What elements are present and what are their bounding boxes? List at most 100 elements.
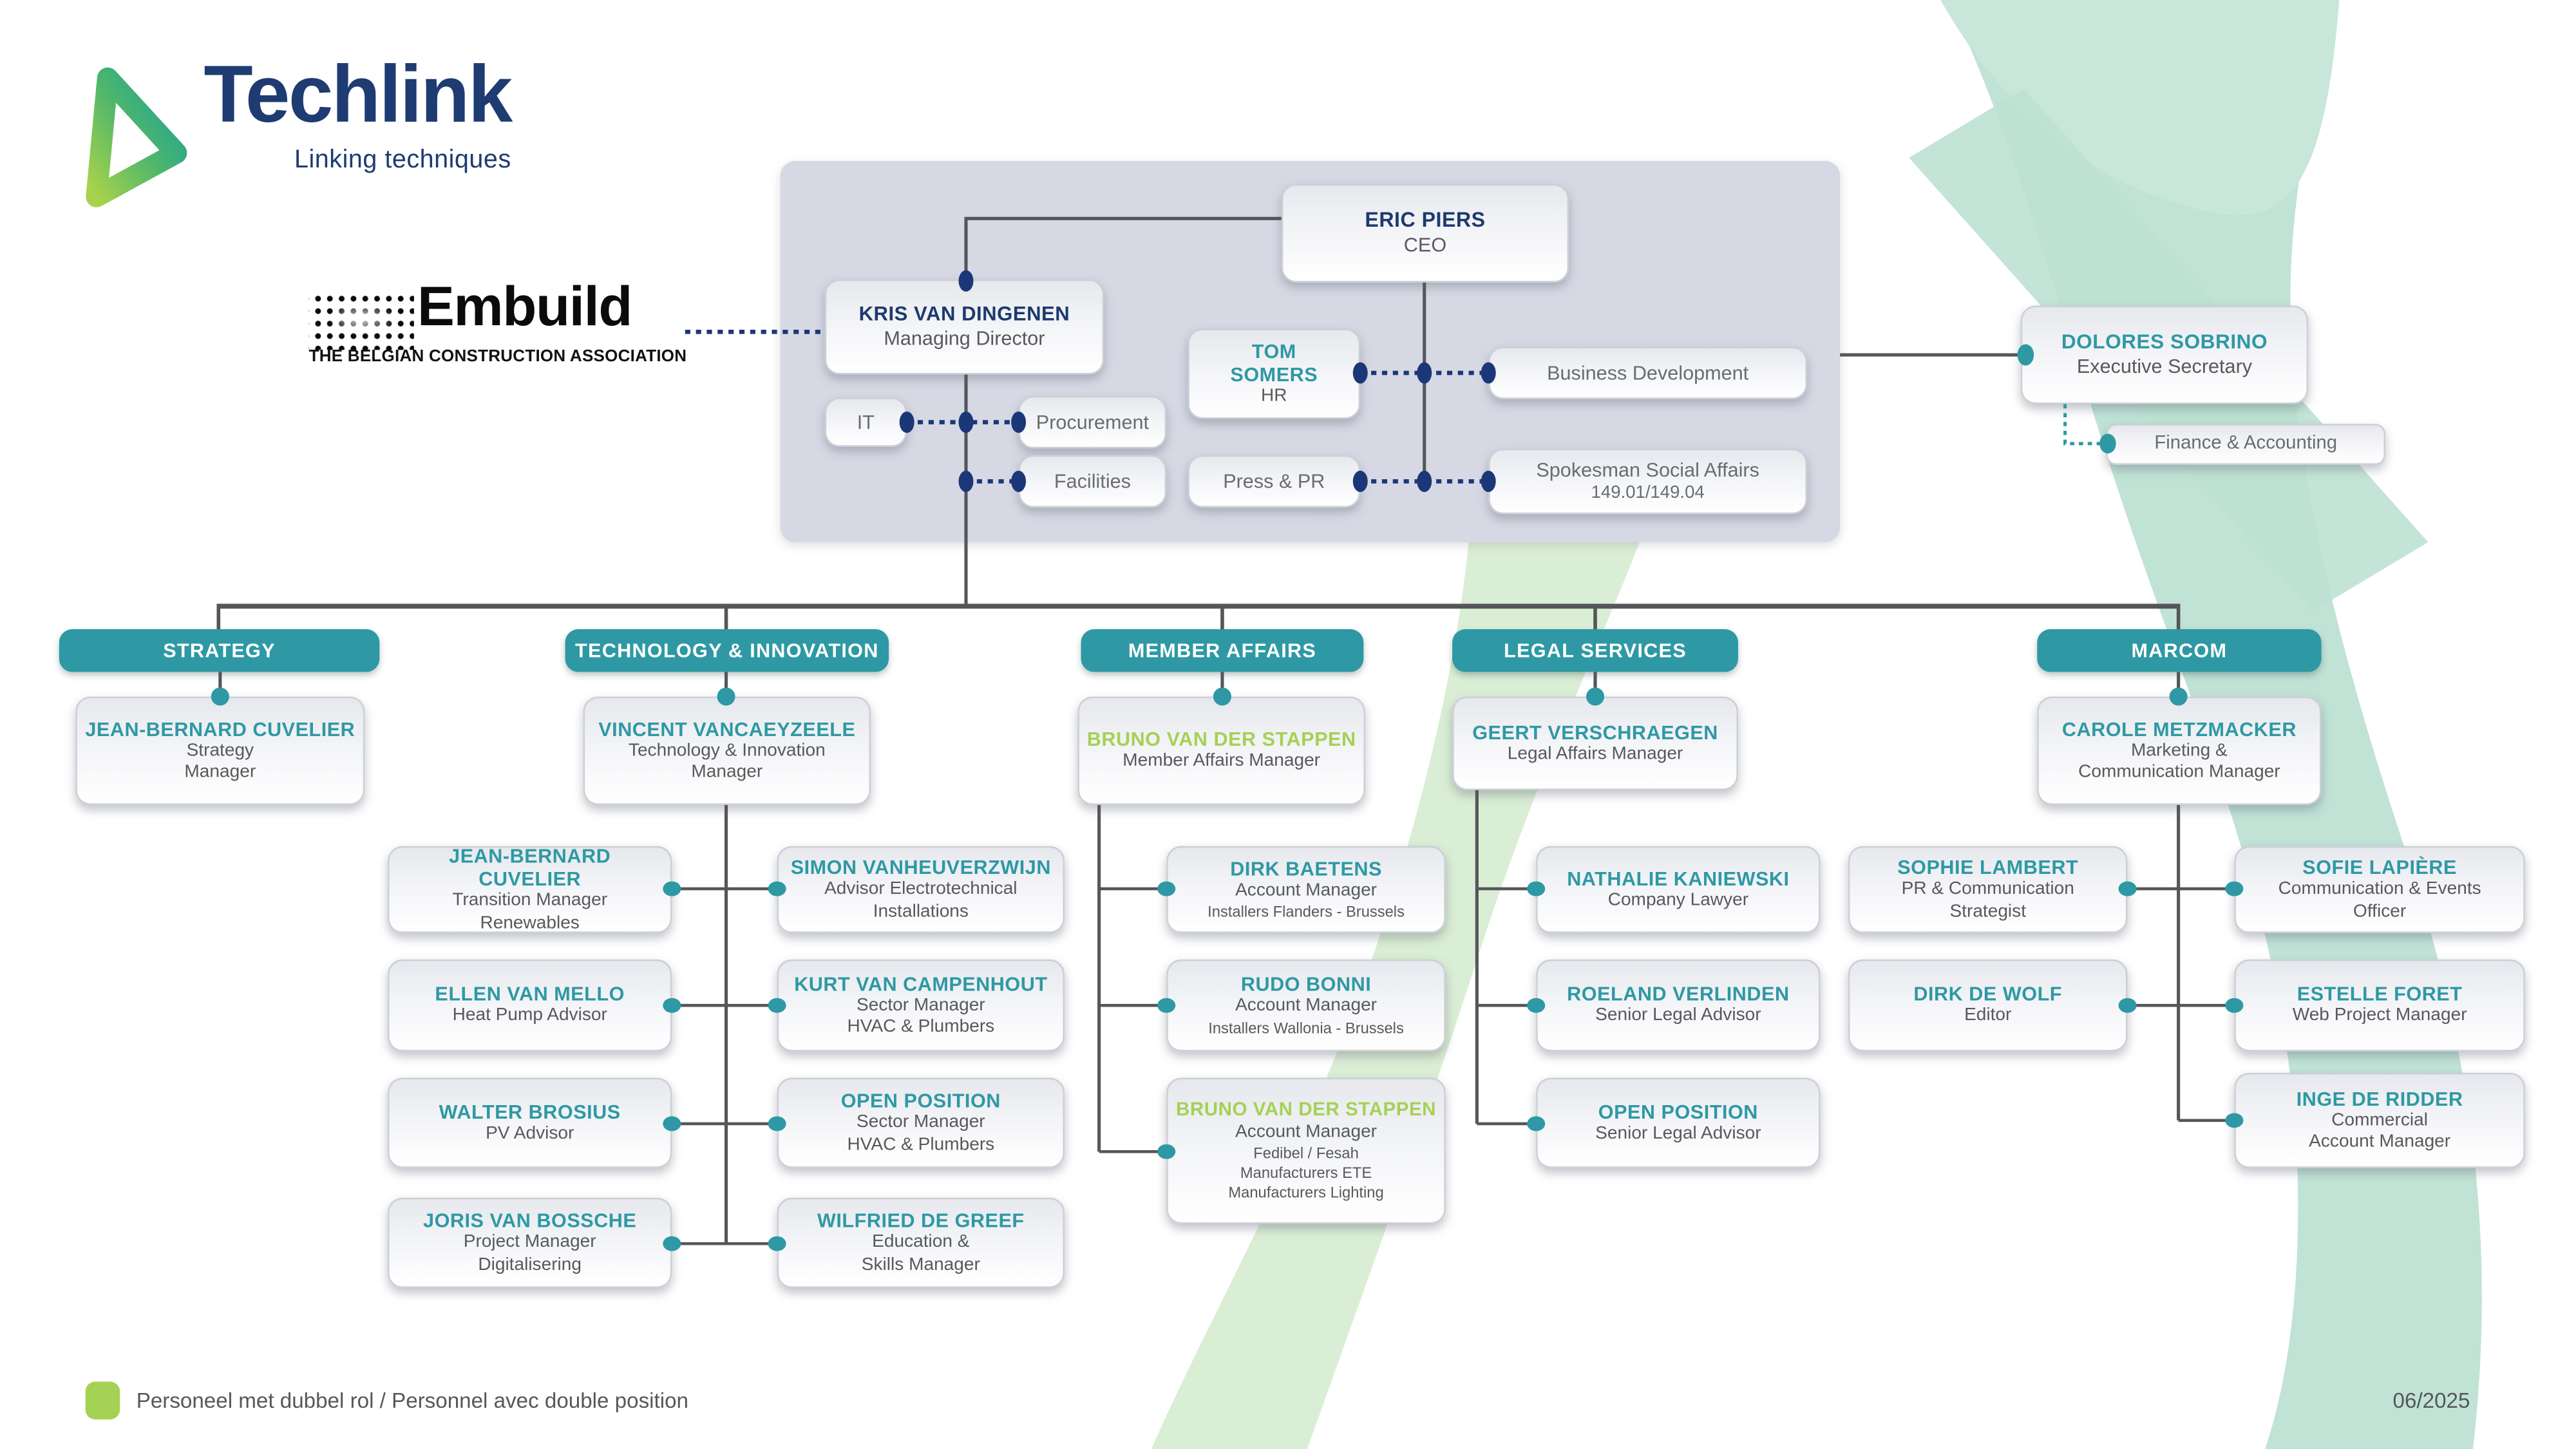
- person-name: DIRK BAETENS: [1230, 857, 1382, 880]
- person-role: Sector Manager: [856, 1112, 985, 1133]
- person-role: Installations: [873, 901, 969, 922]
- person-role: PV Advisor: [486, 1123, 574, 1144]
- dept-header-strategy: STRATEGY: [59, 629, 380, 672]
- person-role: Editor: [1964, 1006, 2012, 1026]
- finance-accounting-box: Finance & Accounting: [2106, 424, 2386, 465]
- person-name: ELLEN VAN MELLO: [435, 983, 625, 1006]
- dept-header-member-affairs: MEMBER AFFAIRS: [1081, 629, 1364, 672]
- person-role: Member Affairs Manager: [1122, 751, 1321, 772]
- marcom-member-box: ESTELLE FORET Web Project Manager: [2234, 959, 2525, 1052]
- person-role: Advisor Electrotechnical: [824, 879, 1018, 899]
- procurement-box: Procurement: [1018, 395, 1167, 449]
- marcom-member-box: DIRK DE WOLF Editor: [1848, 959, 2128, 1052]
- dept-header-technology-innovation: TECHNOLOGY & INNOVATION: [565, 629, 889, 672]
- person-name: RUDO BONNI: [1240, 972, 1372, 996]
- person-role: Account Manager: [2309, 1132, 2451, 1152]
- person-role: Sector Manager: [856, 995, 985, 1015]
- person-name: JORIS VAN BOSSCHE: [423, 1209, 637, 1233]
- person-name: BRUNO VAN DER STAPPEN: [1176, 1099, 1437, 1121]
- person-detail: Installers Wallonia - Brussels: [1208, 1019, 1404, 1037]
- tni-member-box: JEAN-BERNARD CUVELIER Transition Manager…: [388, 844, 672, 933]
- embuild-dot-matrix-icon: [308, 289, 414, 350]
- person-name: CAROLE METZMACKER: [2061, 717, 2297, 741]
- person-role: Web Project Manager: [2292, 1006, 2467, 1026]
- spokesman-box: Spokesman Social Affairs 149.01/149.04: [1488, 448, 1808, 515]
- embuild-wordmark: Embuild: [417, 276, 632, 339]
- legal-member-box: ROELAND VERLINDEN Senior Legal Advisor: [1536, 959, 1821, 1052]
- person-role: Transition Manager: [452, 891, 608, 911]
- person-name: KURT VAN CAMPENHOUT: [794, 971, 1048, 995]
- chart-date: 06/2025: [2392, 1388, 2470, 1413]
- marcom-member-box: SOPHIE LAMBERT PR & Communication Strate…: [1848, 846, 2128, 933]
- person-name: ROELAND VERLINDEN: [1567, 983, 1790, 1006]
- person-name: JEAN-BERNARD CUVELIER: [85, 717, 355, 741]
- tni-member-box: KURT VAN CAMPENHOUT Sector Manager HVAC …: [777, 959, 1065, 1052]
- unit-label: Procurement: [1036, 410, 1150, 433]
- marcom-manager-box: CAROLE METZMACKER Marketing & Communicat…: [2037, 696, 2322, 805]
- dual-role-legend: Personeel met dubbel rol / Personnel ave…: [85, 1381, 688, 1420]
- person-role: Legal Affairs Manager: [1507, 744, 1683, 764]
- it-box: IT: [824, 397, 907, 447]
- person-role: Renewables: [480, 913, 580, 933]
- techlink-wordmark: Techlink Linking techniques: [204, 51, 513, 176]
- person-role: Account Manager: [1235, 880, 1378, 900]
- legal-member-box: NATHALIE KANIEWSKI Company Lawyer: [1536, 846, 1821, 933]
- person-name: SIMON VANHEUVERZWIJN: [790, 856, 1051, 879]
- person-role: Account Manager: [1235, 996, 1378, 1016]
- tni-member-box: OPEN POSITION Sector Manager HVAC & Plum…: [777, 1077, 1065, 1168]
- person-role: HR: [1261, 386, 1287, 406]
- logo-tagline: Linking techniques: [294, 146, 511, 175]
- unit-sublabel: 149.01/149.04: [1591, 482, 1705, 502]
- logo-text: Techlink: [204, 51, 513, 140]
- ceo-box: ERIC PIERS CEO: [1281, 184, 1569, 283]
- member-affairs-member-box: BRUNO VAN DER STAPPEN Account Manager Fe…: [1166, 1077, 1446, 1224]
- person-role: HVAC & Plumbers: [847, 1134, 995, 1155]
- facilities-box: Facilities: [1018, 455, 1167, 508]
- unit-label: IT: [857, 410, 875, 433]
- mint-swoosh-top: [1940, 0, 2340, 216]
- person-name: BRUNO VAN DER STAPPEN: [1086, 728, 1356, 752]
- person-name: INGE DE RIDDER: [2296, 1086, 2463, 1110]
- embuild-subtitle: THE BELGIAN CONSTRUCTION ASSOCIATION: [308, 348, 687, 366]
- techlink-logo: Techlink Linking techniques: [69, 51, 513, 220]
- dotted-teal-connectors: [2063, 404, 2103, 446]
- press-pr-box: Press & PR: [1188, 455, 1361, 508]
- person-name: ESTELLE FORET: [2297, 983, 2463, 1006]
- person-role: Officer: [2353, 901, 2407, 922]
- marcom-member-box: INGE DE RIDDER Commercial Account Manage…: [2234, 1072, 2525, 1168]
- person-name: WALTER BROSIUS: [439, 1100, 621, 1124]
- person-role: Strategy: [186, 740, 254, 761]
- person-name: OPEN POSITION: [840, 1089, 1001, 1113]
- person-name: WILFRIED DE GREEF: [817, 1209, 1025, 1233]
- person-role: Education &: [872, 1232, 970, 1253]
- tni-member-box: WALTER BROSIUS PV Advisor: [388, 1077, 672, 1168]
- person-role: Senior Legal Advisor: [1595, 1123, 1761, 1144]
- person-role: Account Manager: [1235, 1121, 1378, 1141]
- person-name: DIRK DE WOLF: [1913, 983, 2063, 1006]
- tni-member-box: SIMON VANHEUVERZWIJN Advisor Electrotech…: [777, 846, 1065, 933]
- techlink-triangle-icon: [86, 67, 187, 207]
- unit-label: Facilities: [1054, 469, 1131, 493]
- person-role: Project Manager: [463, 1232, 596, 1253]
- unit-label: Spokesman Social Affairs: [1536, 459, 1759, 482]
- person-name: VINCENT VANCAEYZEELE: [598, 717, 856, 741]
- dept-header-legal-services: LEGAL SERVICES: [1452, 629, 1738, 672]
- person-role: Managing Director: [884, 327, 1045, 350]
- unit-label: Business Development: [1547, 361, 1749, 384]
- person-role: PR & Communication: [1901, 879, 2074, 899]
- person-role: Executive Secretary: [2076, 355, 2253, 378]
- person-role: Digitalisering: [478, 1254, 582, 1274]
- person-name: TOM SOMERS: [1230, 339, 1318, 386]
- person-detail: Manufacturers ETE: [1240, 1164, 1372, 1182]
- person-name: JEAN-BERNARD CUVELIER: [449, 844, 611, 891]
- person-name: SOFIE LAPIÈRE: [2302, 856, 2457, 879]
- person-role: Commercial: [2331, 1110, 2429, 1130]
- unit-label: Press & PR: [1223, 469, 1325, 493]
- person-role: HVAC & Plumbers: [847, 1017, 995, 1037]
- person-name: KRIS VAN DINGENEN: [858, 303, 1070, 327]
- member-affairs-member-box: DIRK BAETENS Account Manager Installers …: [1166, 846, 1446, 933]
- tni-member-box: WILFRIED DE GREEF Education & Skills Man…: [777, 1197, 1065, 1288]
- person-role: Marketing &: [2131, 740, 2228, 761]
- executive-secretary-box: DOLORES SOBRINO Executive Secretary: [2020, 305, 2309, 404]
